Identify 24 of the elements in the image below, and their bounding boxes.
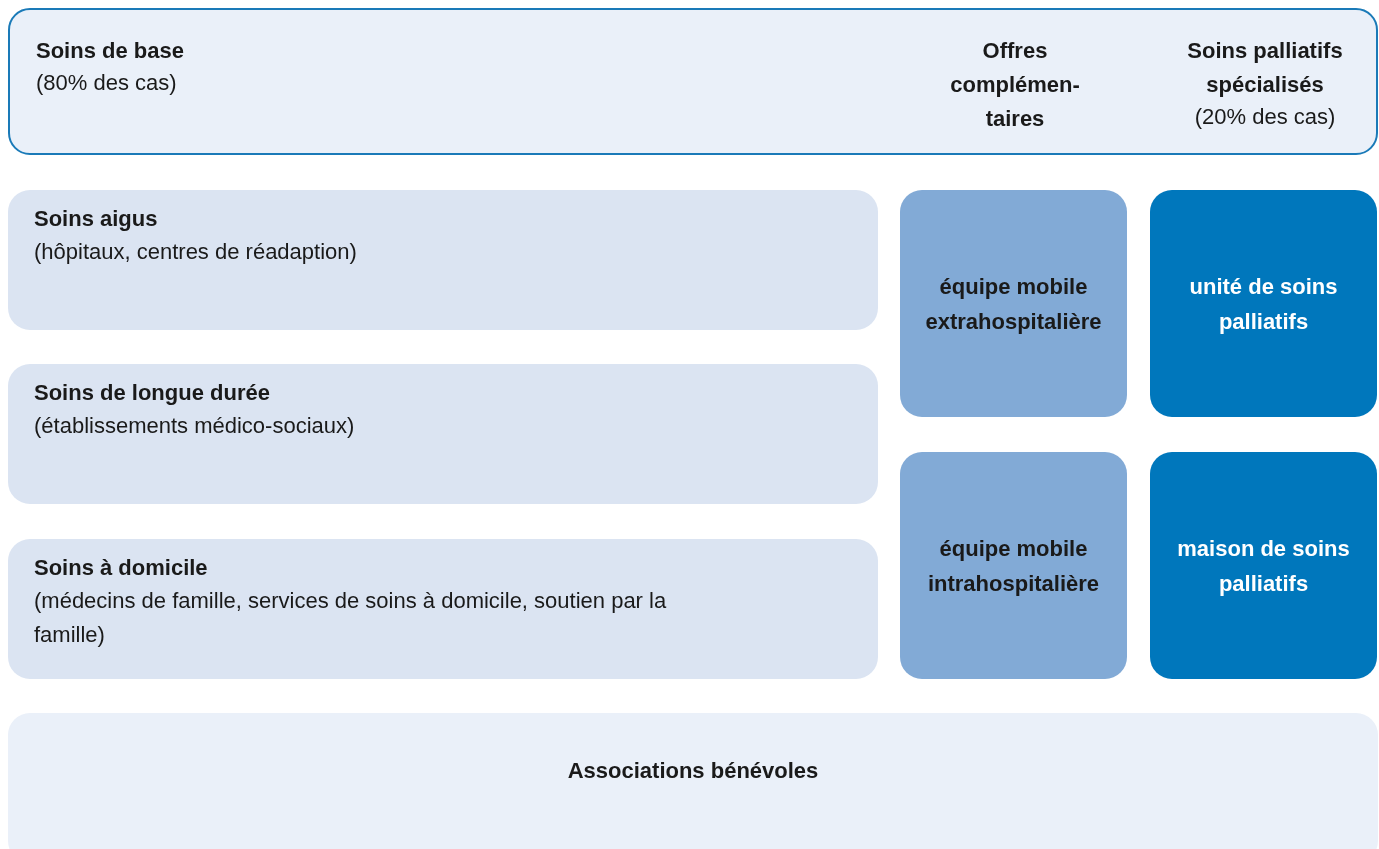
case-share-note: (20% des cas) — [1193, 103, 1337, 131]
header-panel — [8, 8, 1378, 155]
service-label: équipe mobile extrahospitalière — [924, 272, 1103, 336]
box-description: (médecins de famille, services de soins à domicile, soutien par la famille) — [34, 587, 668, 649]
service-label: équipe mobile intrahospitalière — [926, 534, 1101, 598]
section-heading: Soins de base — [36, 37, 185, 65]
care-setting-box — [8, 364, 878, 504]
service-box — [900, 452, 1127, 679]
service-label: maison de soins palliatifs — [1176, 534, 1351, 598]
service-box — [1150, 190, 1377, 417]
care-setting-box — [8, 190, 878, 330]
service-label: unité de soins palliatifs — [1188, 272, 1339, 336]
box-heading: Soins de longue durée — [34, 379, 271, 407]
box-description: (hôpitaux, centres de réadaption) — [34, 238, 358, 266]
column-heading: Soins palliatifs spécialisés — [1186, 37, 1344, 99]
box-heading: Soins aigus — [34, 205, 159, 233]
care-setting-box — [8, 539, 878, 679]
box-description: (établissements médico-sociaux) — [34, 412, 356, 440]
service-box — [1150, 452, 1377, 679]
service-box — [900, 190, 1127, 417]
case-share-note: (80% des cas) — [36, 69, 178, 97]
column-heading: Offres complémen- taires — [949, 37, 1081, 133]
box-heading: Soins à domicile — [34, 554, 209, 582]
band-label: Associations bénévoles — [567, 757, 819, 785]
